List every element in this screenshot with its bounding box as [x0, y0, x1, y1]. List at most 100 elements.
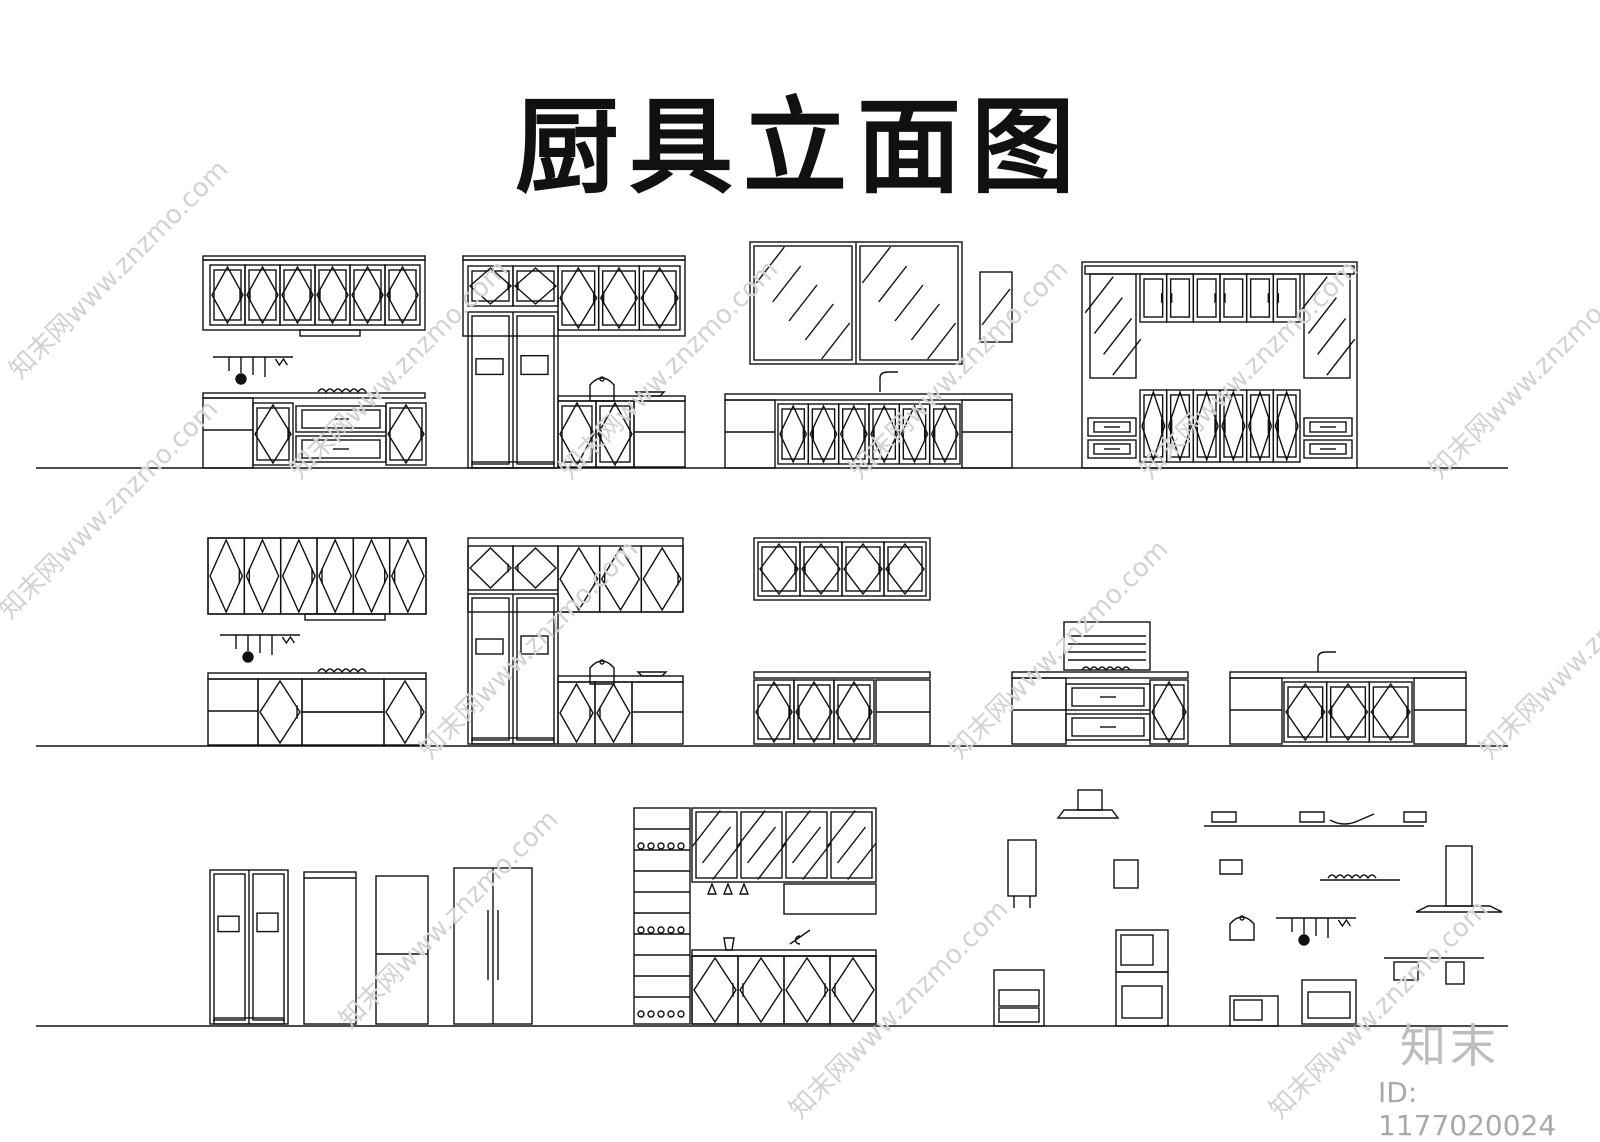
glass-hatch — [1084, 276, 1114, 314]
door-swing-mark — [900, 404, 929, 464]
door-swing-mark — [318, 538, 353, 614]
burner-mark — [349, 668, 367, 674]
fridge-two-door — [375, 875, 429, 1025]
jar-icon — [667, 842, 675, 850]
rice-cooker-icon — [1229, 916, 1255, 941]
oven-window — [1121, 985, 1163, 1019]
drawer — [1303, 439, 1353, 459]
drawer — [301, 711, 385, 746]
door-swing-mark — [642, 546, 682, 612]
drawer-panel — [1093, 443, 1131, 455]
door-swing-mark — [640, 266, 679, 330]
door-panel — [318, 269, 347, 321]
rice-cooker-knob — [599, 659, 605, 665]
fridge-door-right — [516, 315, 555, 465]
countertop — [202, 392, 426, 399]
cabinet-door — [1272, 273, 1301, 323]
range-hood — [299, 329, 361, 337]
drawer-panel — [1093, 421, 1131, 433]
glass-hatch — [701, 826, 732, 864]
door-panel — [1143, 394, 1164, 458]
door-panel — [353, 269, 382, 321]
door-panel — [1223, 394, 1244, 458]
door-panel — [1196, 278, 1217, 318]
door-panel — [1143, 278, 1164, 318]
glass-hatch — [821, 322, 851, 360]
row2-kitchen-d — [1011, 621, 1189, 745]
oven-icon — [993, 969, 1045, 1027]
glass-hatch — [691, 810, 721, 847]
cabinet-door — [757, 541, 801, 597]
oven-window — [998, 989, 1040, 1007]
glass-hatch — [927, 322, 957, 360]
glass-hatch — [746, 826, 777, 864]
door-swing-mark — [596, 682, 631, 744]
door-swing-mark — [387, 403, 425, 465]
watermark-text: 知末网www.znzmo.com — [844, 254, 1075, 485]
door-swing-mark — [390, 538, 425, 614]
row1-kitchen-c — [724, 241, 1013, 469]
door-swing-mark — [839, 404, 868, 464]
door-swing-mark — [809, 404, 838, 464]
fridge-dispenser — [520, 635, 549, 655]
glass-panel — [1303, 273, 1351, 379]
frying-pan-icon — [1329, 813, 1375, 825]
door-swing-mark — [597, 401, 633, 467]
door-swing-mark — [785, 956, 829, 1024]
glass-hatch — [781, 810, 811, 847]
door-swing-mark — [870, 404, 899, 464]
door-swing-mark — [513, 267, 558, 305]
cabinet-door — [793, 679, 835, 745]
glass-hatch — [1112, 338, 1142, 376]
drawer — [1303, 417, 1353, 437]
glass-hatch — [1298, 276, 1328, 314]
glass-hatch — [981, 288, 1011, 326]
door-panel — [561, 405, 593, 463]
range-hood-icon — [1056, 809, 1120, 819]
jar-icon — [667, 1010, 675, 1018]
cabinet-door — [833, 679, 875, 745]
drawer-panel — [1071, 717, 1145, 737]
cabinet-door — [467, 545, 514, 591]
drawer — [1087, 439, 1137, 459]
soap-dispenser-icon — [1113, 859, 1139, 889]
door-panel — [841, 408, 866, 460]
fridge-door-left — [471, 597, 510, 741]
cabinet-door — [383, 678, 427, 746]
cabinet-door — [385, 402, 427, 466]
door-swing-mark — [281, 265, 314, 325]
door-panel — [389, 407, 423, 461]
burner-mark — [349, 388, 367, 394]
door-panel — [797, 684, 831, 740]
fridge-door-right — [252, 873, 285, 1021]
range-hood-icon — [1415, 905, 1503, 913]
hook-icon — [281, 635, 295, 645]
glass-hatch — [755, 246, 785, 284]
jar-icon — [657, 842, 665, 850]
burner-mark — [317, 388, 335, 394]
door-swing-mark — [259, 679, 301, 745]
fridge-single — [303, 871, 357, 1025]
door-swing-mark — [599, 266, 639, 330]
base-side-left — [207, 678, 259, 746]
door-swing-mark — [209, 538, 244, 614]
countertop — [753, 671, 931, 679]
glass-panel — [859, 245, 959, 361]
door-panel — [1169, 278, 1191, 318]
row2-kitchen-e — [1229, 651, 1467, 745]
door-panel — [872, 408, 897, 460]
door-swing-mark — [559, 546, 599, 612]
drawer — [1087, 417, 1137, 437]
door-panel — [1169, 394, 1191, 458]
jar-icon — [637, 842, 645, 850]
oven-window — [1307, 991, 1351, 1019]
door-swing-mark — [759, 542, 799, 596]
door-panel — [845, 546, 881, 592]
door-panel — [932, 408, 957, 460]
door-swing-mark — [316, 265, 349, 325]
hook-icon — [274, 357, 288, 367]
ladle-icon — [242, 651, 254, 663]
drawer-panel — [1071, 687, 1145, 707]
door-panel — [1249, 278, 1271, 318]
glass-hatch — [836, 826, 867, 864]
